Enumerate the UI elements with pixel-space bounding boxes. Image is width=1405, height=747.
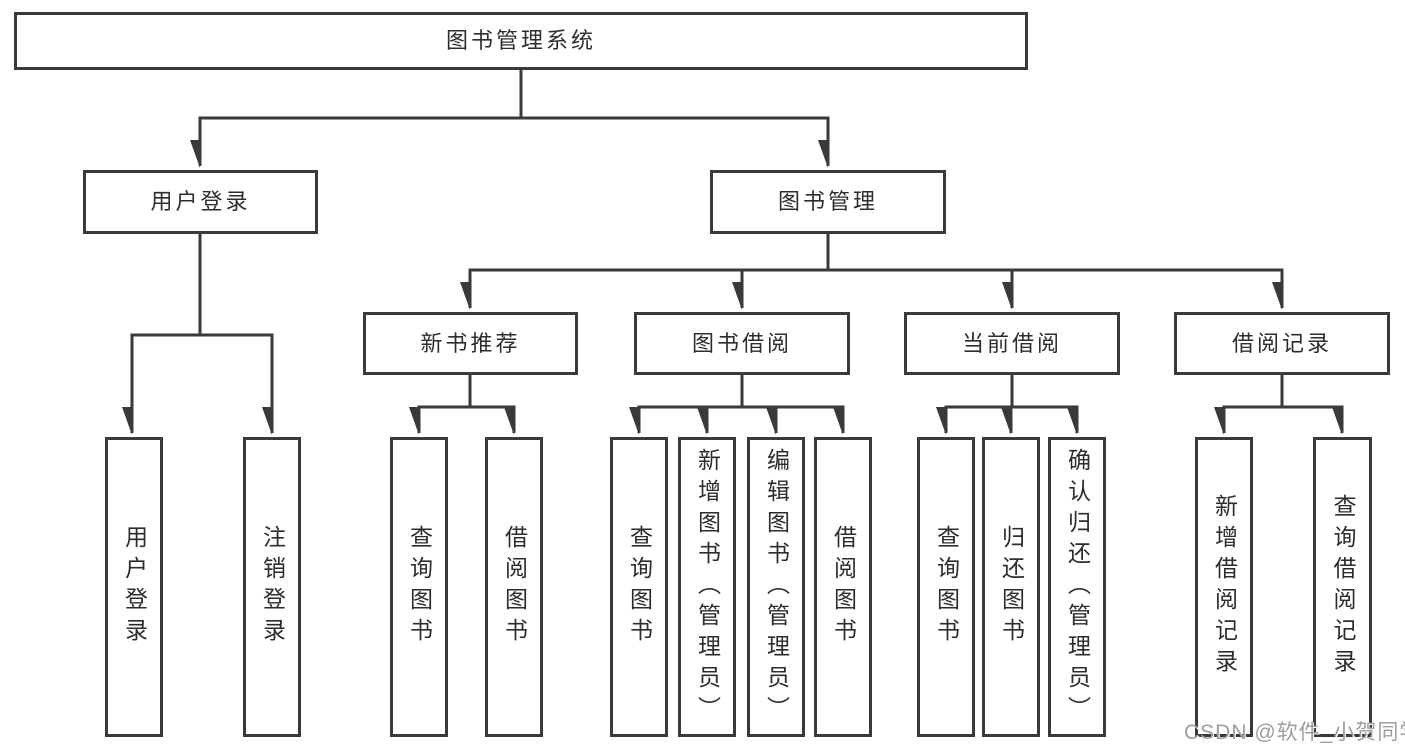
csdn-watermark: CSDN @软件_小贺同学: [1184, 721, 1405, 744]
leaf-add-books-admin: 新增图书（管理员）: [678, 437, 736, 737]
leaf-query-books-recommend: 查询图书: [390, 437, 448, 737]
leaf-add-borrow-record: 新增借阅记录: [1195, 437, 1253, 737]
leaf-query-books-current: 查询图书: [917, 437, 975, 737]
node-book-management: 图书管理: [710, 170, 946, 234]
node-borrowing-records: 借阅记录: [1174, 312, 1390, 375]
leaf-query-books-borrow: 查询图书: [610, 437, 668, 737]
leaf-return-books: 归还图书: [982, 437, 1040, 737]
node-user-login: 用户登录: [83, 170, 318, 234]
node-new-book-recommend: 新书推荐: [363, 312, 578, 375]
leaf-borrow-books: 借阅图书: [814, 437, 872, 737]
leaf-logout: 注销登录: [243, 437, 301, 737]
leaf-user-login: 用户登录: [105, 437, 163, 737]
leaf-edit-books-admin: 编辑图书（管理员）: [747, 437, 805, 737]
leaf-query-borrow-record: 查询借阅记录: [1313, 437, 1372, 737]
node-current-borrowing: 当前借阅: [904, 312, 1120, 375]
node-book-borrowing: 图书借阅: [634, 312, 850, 375]
leaf-borrow-books-recommend: 借阅图书: [485, 437, 543, 737]
leaf-confirm-return-admin: 确认归还（管理员）: [1048, 437, 1106, 737]
node-root-library-system: 图书管理系统: [14, 12, 1028, 70]
